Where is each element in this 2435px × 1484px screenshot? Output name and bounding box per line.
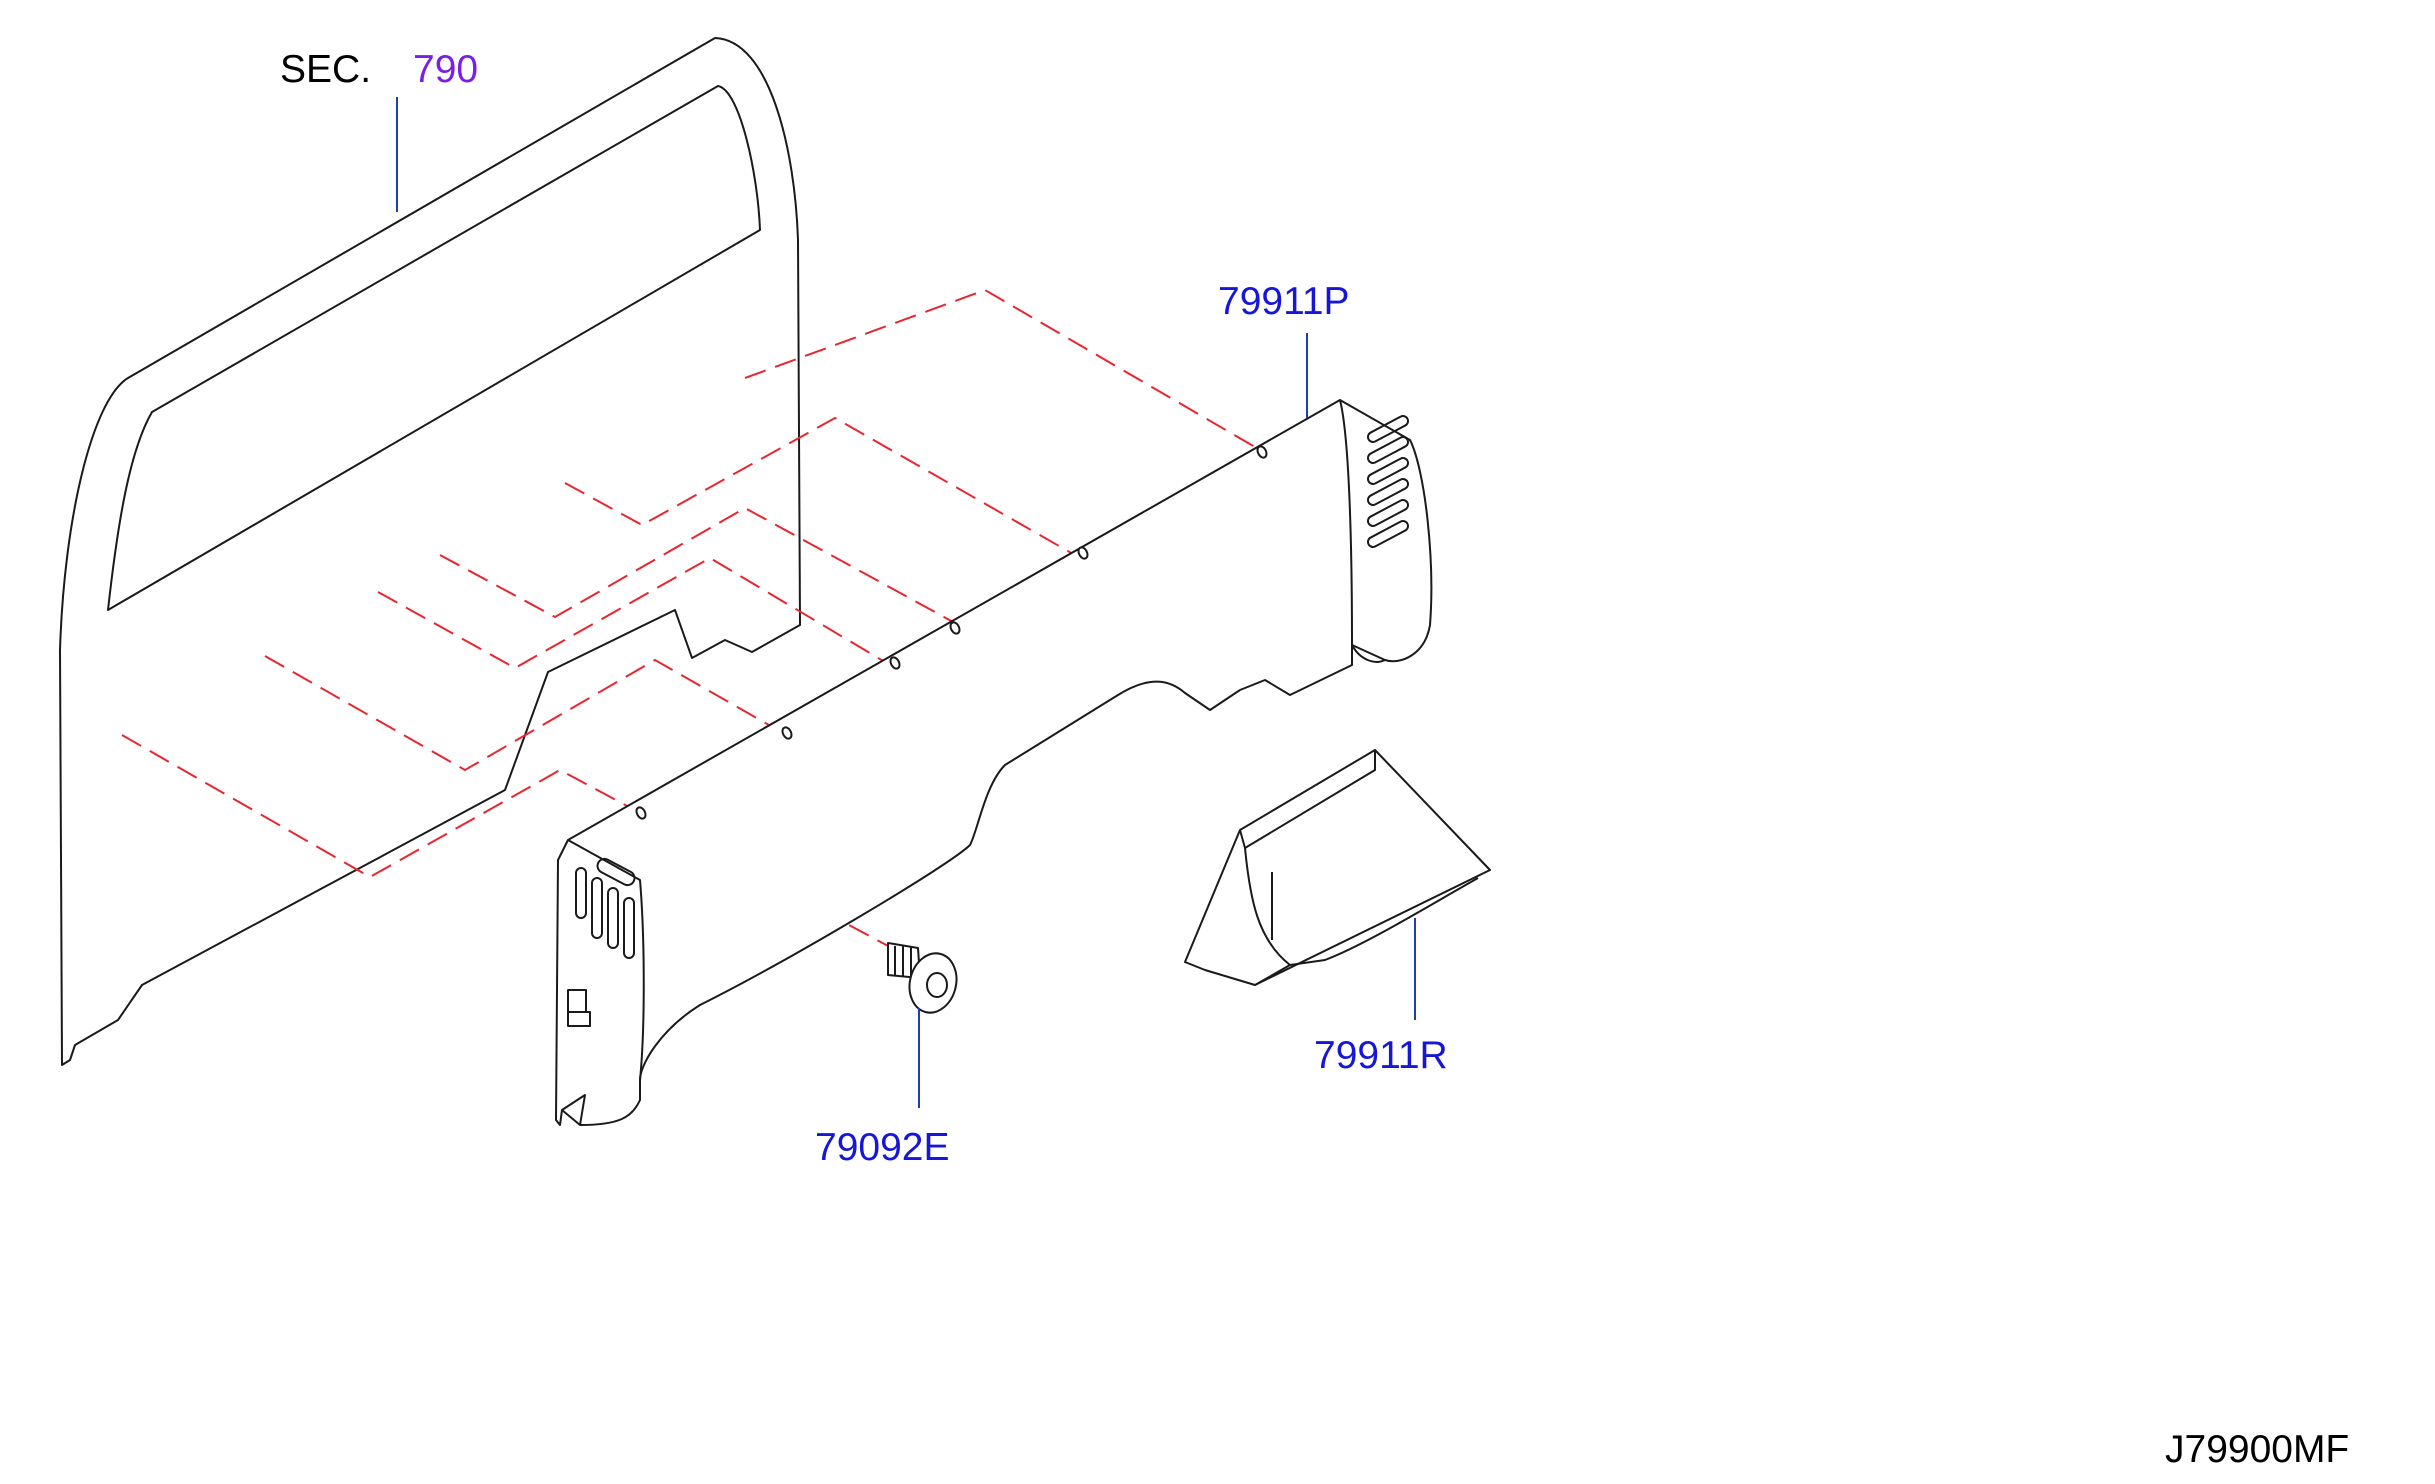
clip-holes: [635, 445, 1268, 820]
part-number-79092e-link[interactable]: 79092E: [815, 1126, 949, 1169]
part-number-79911p-link[interactable]: 79911P: [1218, 280, 1350, 323]
leader-lines: [396, 97, 1416, 1108]
diagram-code: J79900MF: [2165, 1428, 2349, 1471]
callout-labels: SEC. 790 79911P 79911R 79092E J79900MF: [280, 48, 2349, 1471]
vent-slots-upper: [1366, 415, 1410, 548]
sec-prefix-label: SEC.: [280, 48, 371, 91]
rear-panel-sec-790: [59, 37, 801, 1066]
sec-number-link[interactable]: 790: [413, 48, 478, 91]
vent-slots-lower: [567, 857, 636, 1027]
part-number-79911r-link[interactable]: 79911R: [1314, 1034, 1448, 1077]
side-trim-panel-79911p: [555, 399, 1433, 1126]
side-trim-piece-79911r: [1184, 749, 1491, 986]
push-clip-79092e: [887, 942, 958, 1014]
